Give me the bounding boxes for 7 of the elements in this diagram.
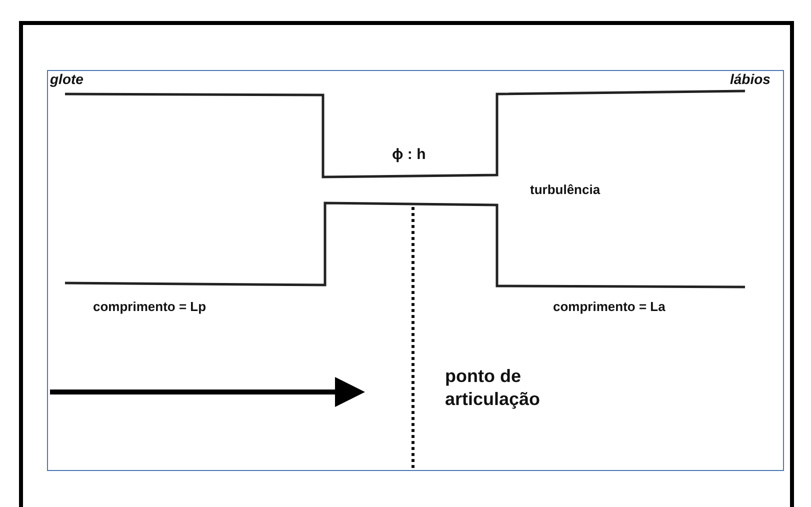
flow-label: turbulência	[530, 182, 600, 197]
region-label: lábios	[730, 71, 770, 87]
length-label: comprimento = La	[553, 299, 666, 314]
articulation-label: ponto de articulação	[445, 365, 542, 410]
length-label: comprimento = Lp	[93, 299, 206, 314]
region-label: glote	[50, 71, 84, 87]
constriction-label: ϕ : h	[392, 146, 426, 163]
